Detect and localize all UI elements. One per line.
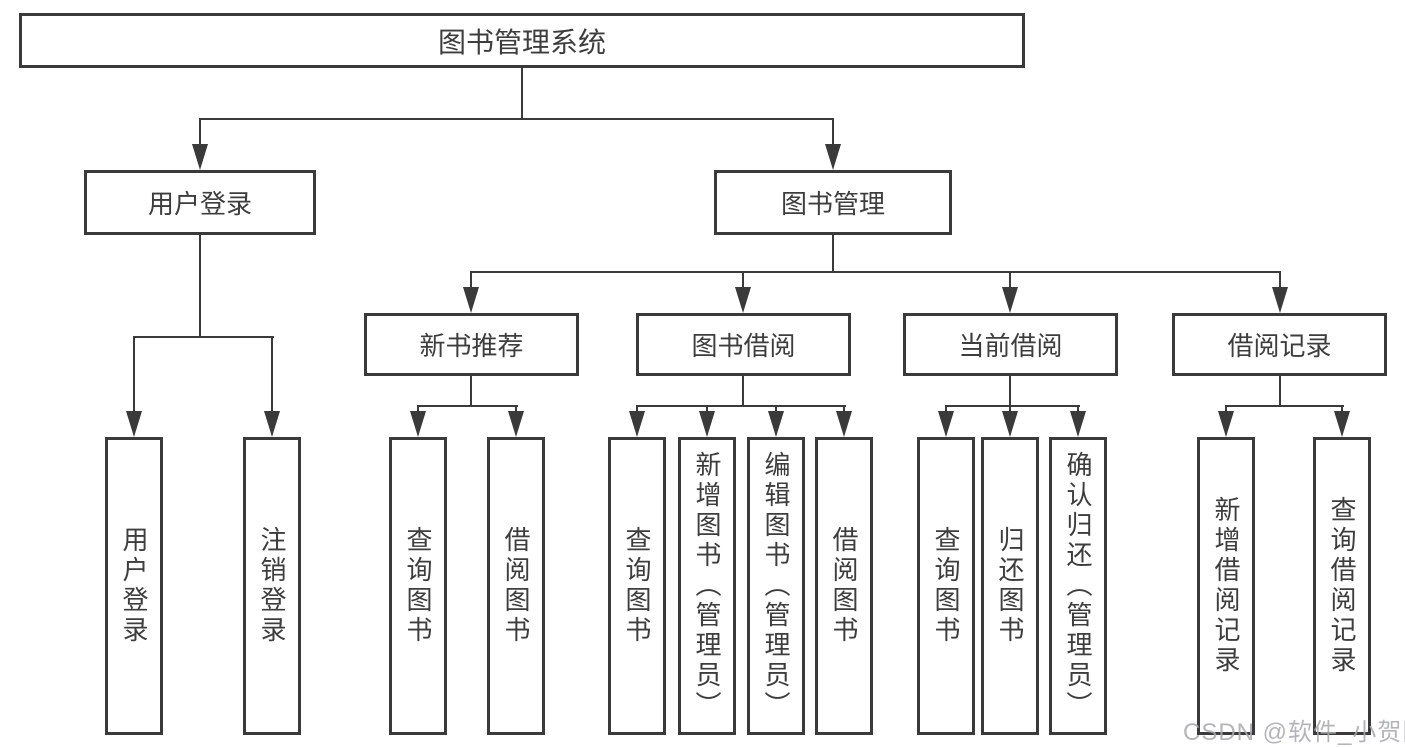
connector-line — [636, 405, 638, 415]
arrow-down-icon — [1334, 411, 1350, 437]
node-leaf-borrow-book-2: 借阅图书 — [815, 437, 873, 735]
connector-line — [945, 405, 947, 415]
node-new-book-rec: 新书推荐 — [364, 313, 579, 376]
node-leaf-logout: 注销登录 — [243, 437, 301, 735]
node-leaf-borrow-book-1: 借阅图书 — [487, 437, 545, 735]
connector-line — [134, 336, 274, 338]
arrow-down-icon — [410, 411, 426, 437]
connector-line — [1226, 405, 1344, 407]
connector-line — [470, 376, 472, 407]
arrow-down-icon — [1218, 411, 1234, 437]
arrow-down-icon — [463, 287, 479, 313]
arrow-down-icon — [1272, 287, 1288, 313]
connector-line — [1009, 376, 1011, 407]
arrow-down-icon — [264, 411, 280, 437]
node-leaf-edit-book: 编辑图书（管理员） — [747, 437, 805, 735]
node-root: 图书管理系统 — [19, 13, 1025, 68]
arrow-down-icon — [825, 144, 841, 170]
connector-line — [843, 405, 845, 415]
connector-line — [471, 271, 1281, 273]
arrow-down-icon — [768, 411, 784, 437]
connector-line — [832, 118, 834, 148]
node-leaf-add-book: 新增图书（管理员） — [678, 437, 736, 735]
connector-line — [515, 405, 517, 415]
connector-line — [1009, 405, 1011, 415]
connector-line — [742, 376, 744, 407]
node-leaf-return-book: 归还图书 — [981, 437, 1039, 735]
connector-line — [775, 405, 777, 415]
connector-line — [1279, 376, 1281, 407]
arrow-down-icon — [629, 411, 645, 437]
connector-line — [1225, 405, 1227, 415]
arrow-down-icon — [1070, 411, 1086, 437]
connector-line — [470, 271, 472, 289]
connector-line — [1341, 405, 1343, 415]
node-book-mgmt: 图书管理 — [714, 170, 952, 235]
connector-line — [418, 405, 518, 407]
arrow-down-icon — [192, 144, 208, 170]
connector-line — [742, 271, 744, 289]
connector-line — [521, 68, 523, 120]
arrow-down-icon — [836, 411, 852, 437]
connector-line — [1077, 405, 1079, 415]
connector-line — [199, 118, 834, 120]
connector-line — [199, 235, 201, 338]
connector-line — [271, 336, 273, 415]
connector-line — [417, 405, 419, 415]
csdn-watermark: CSDN @软件_小贺同学 — [1183, 719, 1405, 746]
arrow-down-icon — [699, 411, 715, 437]
connector-line — [832, 235, 834, 273]
node-borrow-record: 借阅记录 — [1172, 313, 1387, 376]
connector-line — [706, 405, 708, 415]
connector-line — [946, 405, 1080, 407]
arrow-down-icon — [1002, 287, 1018, 313]
arrow-down-icon — [1002, 411, 1018, 437]
arrow-down-icon — [938, 411, 954, 437]
connector-line — [133, 336, 135, 415]
node-leaf-user-login: 用户登录 — [105, 437, 163, 735]
connector-line — [199, 118, 201, 148]
node-leaf-confirm-return: 确认归还（管理员） — [1049, 437, 1107, 735]
connector-line — [1009, 271, 1011, 289]
connector-line — [637, 405, 846, 407]
arrow-down-icon — [126, 411, 142, 437]
arrow-down-icon — [735, 287, 751, 313]
arrow-down-icon — [508, 411, 524, 437]
node-leaf-add-record: 新增借阅记录 — [1197, 437, 1255, 735]
node-book-borrow: 图书借阅 — [636, 313, 851, 376]
node-current-borrow: 当前借阅 — [903, 313, 1118, 376]
node-leaf-query-book-2: 查询图书 — [608, 437, 666, 735]
node-leaf-query-book-3: 查询图书 — [917, 437, 975, 735]
node-user-login: 用户登录 — [84, 170, 316, 235]
node-leaf-query-record: 查询借阅记录 — [1313, 437, 1371, 735]
connector-line — [1279, 271, 1281, 289]
node-leaf-query-book-1: 查询图书 — [389, 437, 447, 735]
